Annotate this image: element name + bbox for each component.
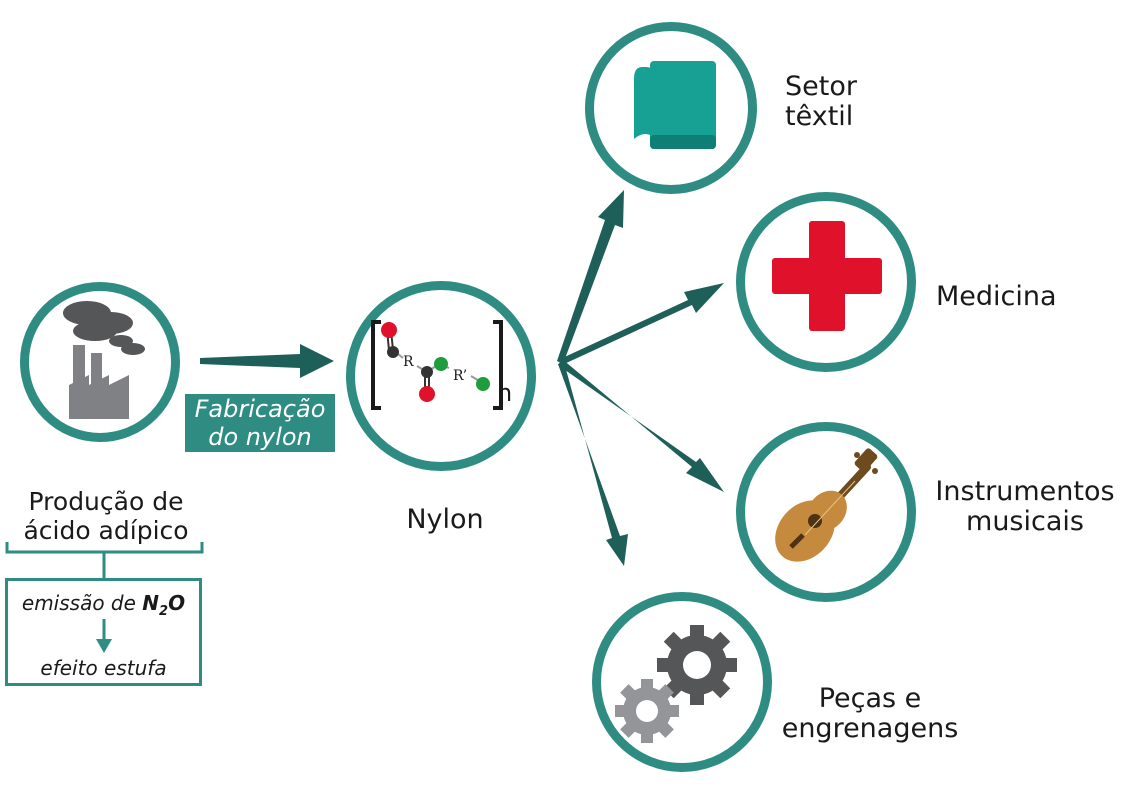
guitar-icon xyxy=(775,448,878,562)
gears-line1: Peças e xyxy=(818,683,922,714)
process-line1: Fabricação xyxy=(194,395,326,423)
emission-text: emissão de xyxy=(21,591,136,615)
instruments-line1: Instrumentos xyxy=(935,476,1115,507)
process-line2: do nylon xyxy=(208,423,312,451)
gears-label: Peças e engrenagens xyxy=(770,684,970,744)
polymer-n: n xyxy=(497,379,513,407)
source-bracket xyxy=(5,542,204,580)
source-title-line2: ácido adípico xyxy=(23,516,189,545)
instruments-circle xyxy=(736,422,916,602)
textile-line1: Setor xyxy=(785,71,857,102)
gears-circle xyxy=(592,592,772,772)
r-label: R xyxy=(403,354,414,370)
polymer-structure-icon: R R’ xyxy=(371,320,503,410)
factory-circle xyxy=(20,282,180,442)
greenhouse-text: efeito estufa xyxy=(40,656,167,680)
gears-icon xyxy=(615,625,737,743)
arrow-to-textile xyxy=(557,190,624,364)
arrow-to-nylon xyxy=(200,344,334,378)
formula-sub: 2 xyxy=(159,604,169,619)
instruments-line2: musicais xyxy=(966,506,1084,537)
nylon-label: Nylon xyxy=(406,504,484,535)
arrow-to-instruments xyxy=(558,359,724,492)
textile-circle xyxy=(585,22,757,194)
textile-line2: têxtil xyxy=(785,101,854,132)
factory-icon xyxy=(63,301,145,419)
arrow-to-medicine xyxy=(558,283,724,365)
process-tag: Fabricação do nylon xyxy=(185,394,335,452)
formula-o: O xyxy=(168,591,186,615)
source-title: Produção de ácido adípico xyxy=(8,487,204,545)
nylon-circle: R R’ xyxy=(346,281,536,471)
r-prime-label: R’ xyxy=(453,368,467,384)
emission-box: emissão de N2O efeito estufa xyxy=(5,578,202,686)
medicine-circle xyxy=(736,192,916,372)
down-arrow-icon xyxy=(96,619,112,653)
gears-line2: engrenagens xyxy=(781,713,959,744)
medical-cross-icon xyxy=(772,221,882,331)
textile-label: Setor têxtil xyxy=(785,72,857,132)
formula-n: N xyxy=(142,591,160,615)
fabric-roll-icon xyxy=(634,61,716,149)
source-title-line1: Produção de xyxy=(28,487,184,516)
arrow-to-gears xyxy=(558,362,628,566)
emission-line: emissão de N2O xyxy=(8,591,199,619)
instruments-label: Instrumentos musicais xyxy=(925,477,1125,537)
medicine-label: Medicina xyxy=(936,281,1057,312)
